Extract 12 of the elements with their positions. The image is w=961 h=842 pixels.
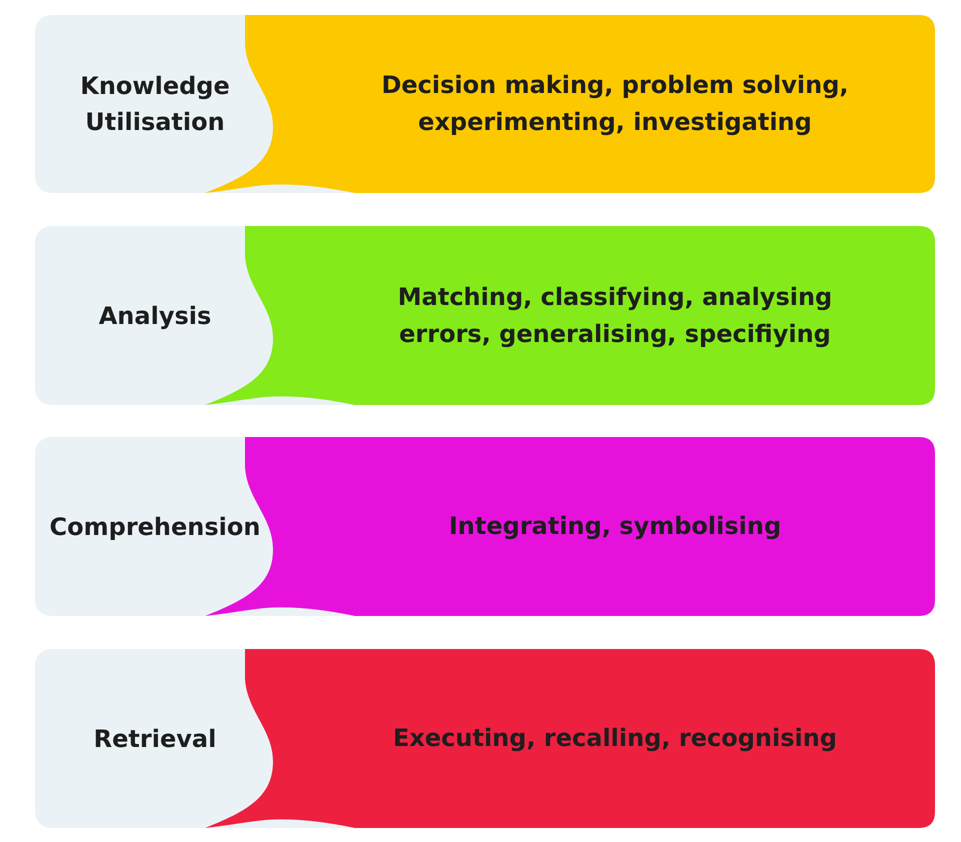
card-background [35, 226, 935, 405]
level-label: Retrieval [94, 724, 216, 754]
card-background [35, 649, 935, 828]
level-description: Integrating, symbolising [448, 511, 782, 542]
card-background [35, 15, 935, 193]
card-background [35, 437, 935, 616]
level-label: Knowledge Utilisation [79, 71, 231, 138]
level-description: Matching, classifying, analysing errors, generalising, specifiying [396, 282, 834, 350]
level-description: Executing, recalling, recognising [393, 723, 837, 754]
level-description: Decision making, problem solving, experimenting, investigating [380, 70, 850, 138]
level-label: Comprehension [50, 512, 260, 542]
level-label: Analysis [98, 300, 212, 332]
